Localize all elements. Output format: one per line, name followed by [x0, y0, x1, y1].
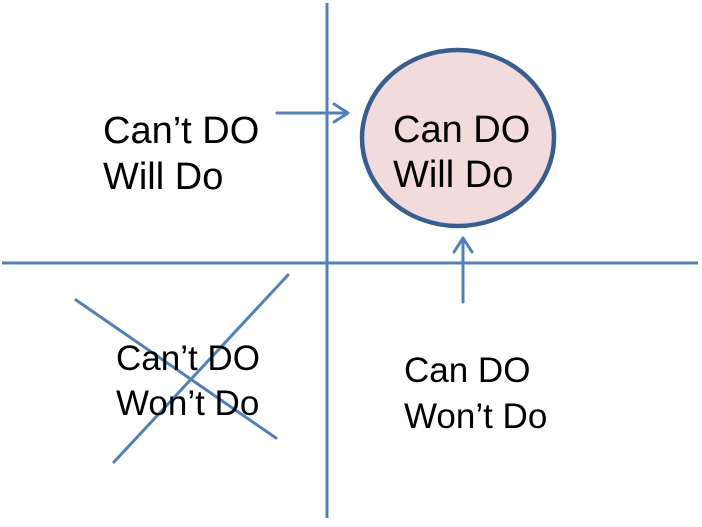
move-right-arrow-head — [332, 102, 350, 124]
quadrant-label-line: Can’t DO — [116, 339, 260, 378]
move-right-arrow — [275, 102, 350, 124]
move-up-arrow-head — [452, 236, 474, 254]
x-mark-stroke-sw-ne — [112, 273, 290, 464]
quadrant-label-cant-do-will-do: Can’t DO Will Do — [103, 108, 259, 200]
quadrant-label-line: Can DO — [393, 109, 531, 151]
quadrant-label-line: Will Do — [393, 154, 514, 196]
quadrant-label-line: Will Do — [103, 156, 224, 198]
quadrant-label-line: Won’t Do — [116, 384, 260, 423]
quadrant-label-line: Can’t DO — [103, 110, 260, 152]
move-up-arrow — [452, 236, 474, 304]
quadrant-label-can-do-wont-do: Can DO Won’t Do — [404, 348, 547, 440]
quadrant-label-line: Won’t Do — [404, 397, 548, 436]
quadrant-label-line: Can DO — [404, 351, 531, 390]
can-do-will-do-highlight-circle — [359, 47, 557, 229]
quadrant-label-can-do-will-do: Can DO Will Do — [393, 108, 530, 198]
x-mark-stroke-nw-se — [74, 298, 278, 440]
quadrant-label-cant-do-wont-do: Can’t DO Won’t Do — [116, 336, 260, 426]
cross-out-x-mark — [74, 273, 290, 464]
